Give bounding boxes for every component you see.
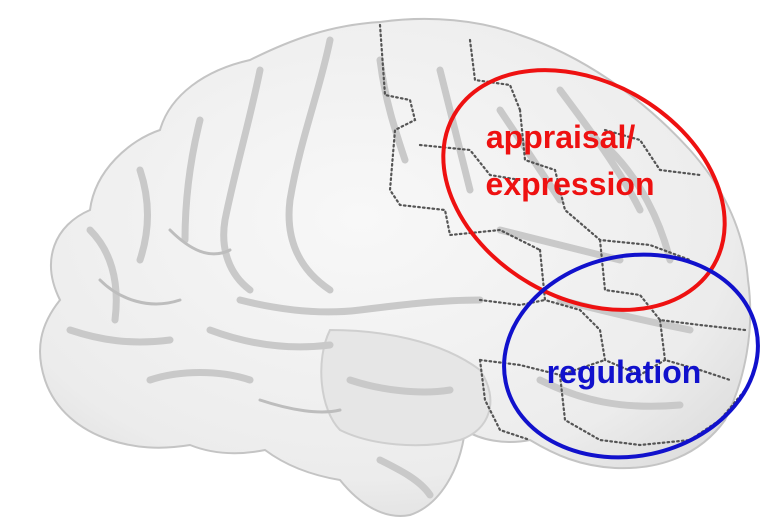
appraisal-label-line-1: appraisal/ — [486, 119, 636, 155]
regulation-label: regulation — [547, 354, 702, 390]
brain-surface — [40, 19, 750, 516]
appraisal-label-line-2: expression — [486, 166, 655, 202]
